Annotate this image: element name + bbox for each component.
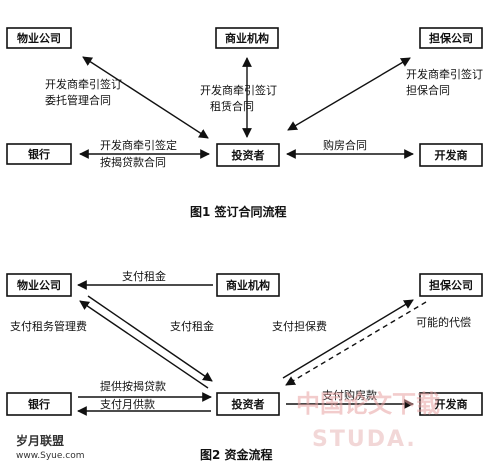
label-commercial-1b: 租赁合同 bbox=[210, 99, 254, 113]
svg-text:物业公司: 物业公司 bbox=[17, 278, 61, 292]
svg-text:开发商: 开发商 bbox=[435, 148, 468, 162]
label-rent-to-property: 支付租金 bbox=[122, 269, 166, 283]
node-bank-2: 银行 bbox=[6, 392, 72, 416]
svg-text:物业公司: 物业公司 bbox=[17, 31, 61, 45]
node-property-company-1: 物业公司 bbox=[6, 27, 72, 49]
edge-investor-guarantee-1 bbox=[287, 57, 411, 131]
edge-property-to-investor bbox=[87, 295, 213, 382]
node-bank-1: 银行 bbox=[6, 143, 72, 165]
edge-investor-to-guarantee bbox=[282, 299, 414, 379]
svg-text:商业机构: 商业机构 bbox=[226, 278, 270, 292]
watermark-corner-url: www.Syue.com bbox=[16, 451, 84, 461]
svg-text:担保公司: 担保公司 bbox=[429, 278, 473, 292]
label-monthly-payment: 支付月供款 bbox=[100, 397, 155, 411]
label-bank-1a: 开发商牵引签定 bbox=[100, 138, 177, 152]
label-property-1a: 开发商牵引签订 bbox=[45, 77, 122, 91]
node-guarantee-company-2: 担保公司 bbox=[419, 273, 483, 297]
svg-text:商业机构: 商业机构 bbox=[225, 31, 269, 45]
figure-2-caption: 图2 资金流程 bbox=[200, 447, 273, 462]
figure-1-caption: 图1 签订合同流程 bbox=[190, 204, 287, 219]
node-investor-1: 投资者 bbox=[216, 143, 280, 167]
label-management-fee: 支付租务管理费 bbox=[10, 319, 87, 333]
edge-investor-to-property bbox=[79, 300, 209, 389]
label-mortgage-loan: 提供按揭贷款 bbox=[100, 379, 166, 393]
node-developer-1: 开发商 bbox=[419, 143, 483, 167]
figure-1: 物业公司 商业机构 担保公司 银行 投资者 开发商 开发商牵引签订 委 bbox=[6, 27, 483, 219]
figure-2: 物业公司 商业机构 担保公司 银行 投资者 开发商 bbox=[6, 269, 483, 462]
label-guarantee-fee: 支付担保费 bbox=[272, 319, 327, 333]
node-property-company-2: 物业公司 bbox=[6, 273, 72, 297]
svg-text:担保公司: 担保公司 bbox=[429, 31, 473, 45]
node-investor-2: 投资者 bbox=[216, 392, 280, 416]
edge-guarantee-to-investor-dashed bbox=[285, 301, 427, 386]
svg-text:银行: 银行 bbox=[28, 147, 50, 161]
label-bank-1b: 按揭贷款合同 bbox=[100, 155, 166, 169]
label-purchase-payment: 支付购房款 bbox=[322, 388, 377, 402]
svg-text:投资者: 投资者 bbox=[232, 148, 265, 162]
label-commercial-1a: 开发商牵引签订 bbox=[200, 83, 277, 97]
label-property-1b: 委托管理合同 bbox=[45, 93, 111, 107]
label-rent-to-investor: 支付租金 bbox=[170, 319, 214, 333]
edge-investor-property-1 bbox=[82, 56, 209, 139]
node-guarantee-company-1: 担保公司 bbox=[419, 27, 483, 49]
label-developer-1: 购房合同 bbox=[323, 138, 367, 152]
watermark-site-cn: 中国论文下载 bbox=[296, 390, 440, 418]
label-guarantee-1b: 担保合同 bbox=[406, 83, 450, 97]
label-guarantee-1a: 开发商牵引签订 bbox=[406, 67, 483, 81]
node-commercial-org-2: 商业机构 bbox=[216, 273, 280, 297]
svg-text:开发商: 开发商 bbox=[435, 397, 468, 411]
watermark-site-en: STUDA. bbox=[312, 427, 417, 452]
label-possible-compensation: 可能的代偿 bbox=[416, 315, 471, 329]
node-commercial-org-1: 商业机构 bbox=[215, 27, 279, 49]
svg-text:投资者: 投资者 bbox=[232, 397, 265, 411]
svg-text:银行: 银行 bbox=[28, 397, 50, 411]
node-developer-2: 开发商 bbox=[419, 392, 483, 416]
watermark-corner-cn: 岁月联盟 bbox=[16, 433, 64, 448]
